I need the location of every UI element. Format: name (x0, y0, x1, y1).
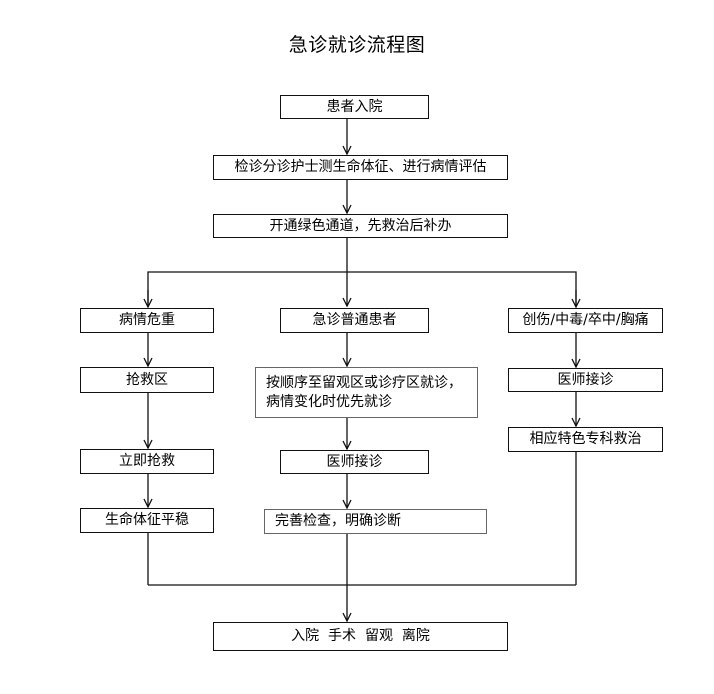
node-rescue-area: 抢救区 (80, 367, 214, 393)
node-complete-exam: 完善检查，明确诊断 (264, 509, 487, 534)
node-vitals-stable: 生命体征平稳 (80, 508, 214, 533)
page-title: 急诊就诊流程图 (288, 34, 426, 56)
node-triage: 检诊分诊护士测生命体征、进行病情评估 (213, 155, 508, 180)
node-outcome: 入院 手术 留观 离院 (213, 622, 508, 651)
branch-horizontal (147, 271, 577, 306)
node-immediate-rescue: 立即抢救 (80, 449, 214, 474)
node-critical: 病情危重 (80, 308, 214, 333)
node-specialty-treatment: 相应特色专科救治 (508, 427, 663, 452)
node-doctor-visit-middle: 医师接诊 (280, 450, 429, 474)
node-green-channel: 开通绿色通道，先救治后补办 (213, 214, 508, 238)
node-doctor-visit-right: 医师接诊 (508, 368, 663, 392)
node-sequential-line2: 病情变化时优先就诊 (266, 393, 392, 410)
node-sequential-line1: 按顺序至留观区或诊疗区就诊， (266, 375, 462, 392)
node-patient-arrival: 患者入院 (280, 95, 429, 119)
node-sequential: 按顺序至留观区或诊疗区就诊， 病情变化时优先就诊 (255, 367, 478, 418)
node-trauma: 创伤/中毒/卒中/胸痛 (508, 308, 663, 333)
node-ordinary: 急诊普通患者 (280, 308, 429, 333)
